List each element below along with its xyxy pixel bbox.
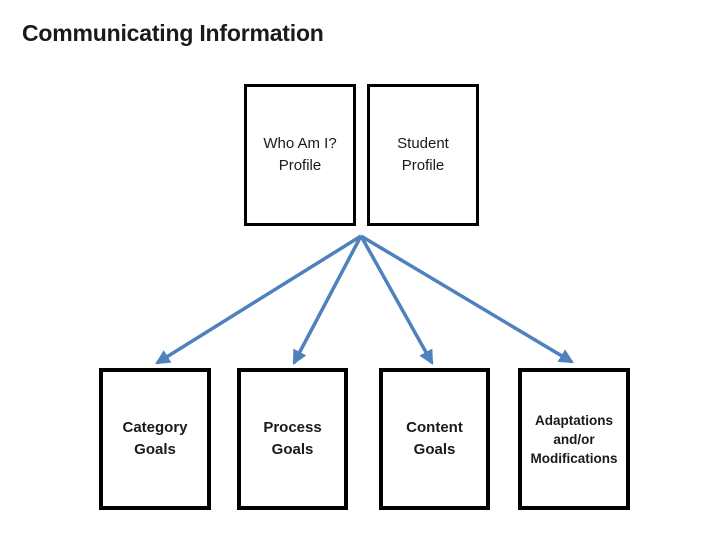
slide-title: Communicating Information [22, 20, 324, 46]
arrow-to-content-goals [359, 235, 434, 365]
content-goals-box: Content Goals [379, 368, 490, 510]
category-goals-box: Category Goals [99, 368, 211, 510]
student-profile-box: Student Profile [367, 84, 479, 226]
student-profile-label: Student Profile [397, 135, 449, 174]
arrow-to-process-goals [292, 235, 363, 365]
arrow-to-category-goals [155, 234, 362, 365]
who-am-i-profile-box: Who Am I? Profile [244, 84, 356, 226]
category-goals-label: Category Goals [122, 419, 188, 458]
process-goals-label: Process Goals [263, 419, 322, 458]
arrow-to-adaptations [360, 234, 574, 364]
process-goals-box: Process Goals [237, 368, 348, 510]
content-goals-label: Content Goals [406, 419, 463, 458]
who-am-i-profile-label: Who Am I? Profile [263, 135, 337, 174]
adaptations-modifications-label: Adaptations and/or Modifications [530, 412, 618, 466]
adaptations-modifications-box: Adaptations and/or Modifications [518, 368, 630, 510]
